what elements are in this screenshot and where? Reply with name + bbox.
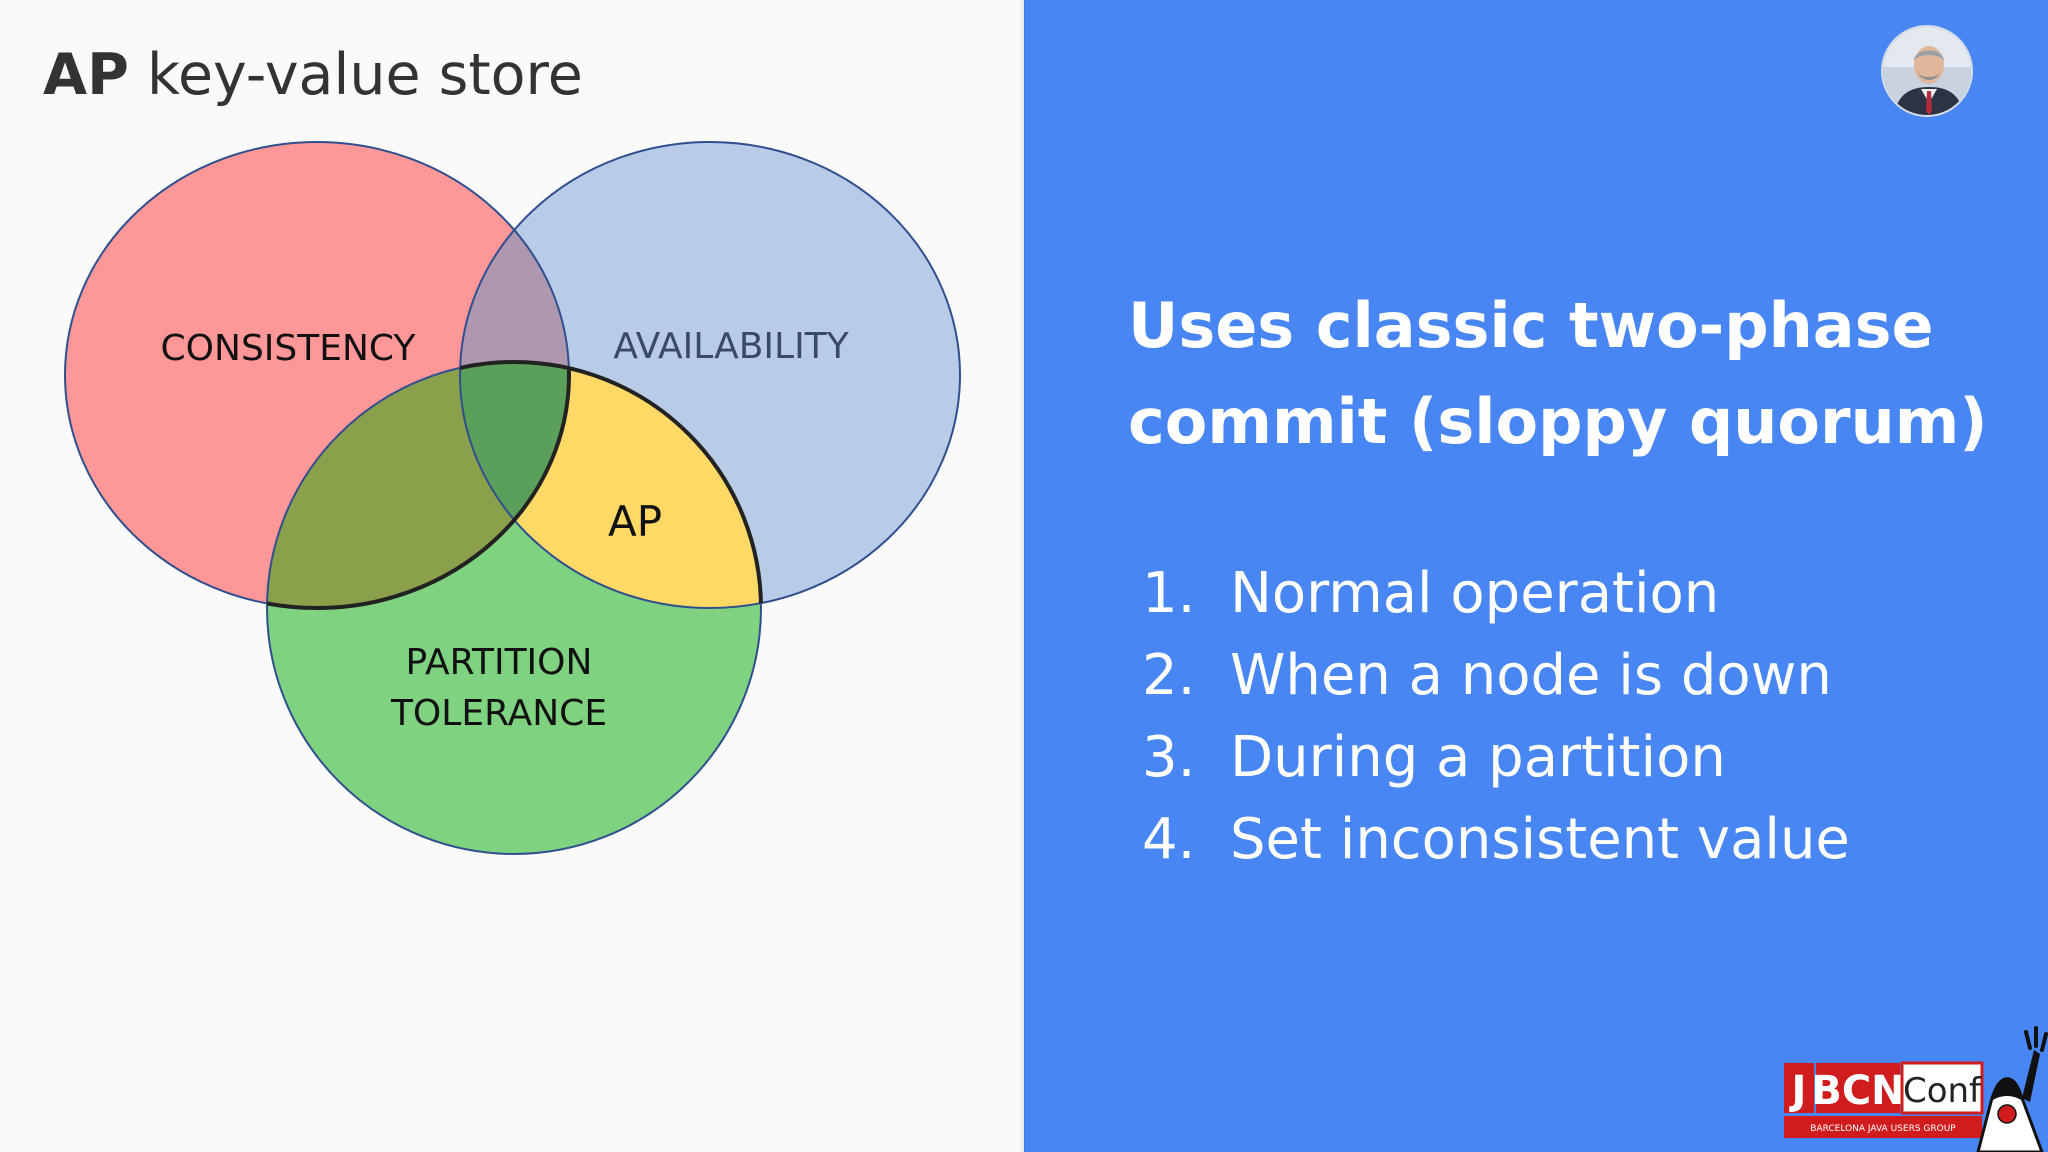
steps-list: 1. Normal operation 2. When a node is down… xyxy=(1142,553,1850,881)
duke-mascot-icon xyxy=(1976,1026,2048,1152)
logo-conf: Conf xyxy=(1903,1071,1982,1111)
overlap-ap-highlight xyxy=(460,362,761,608)
logo-bcn: BCN xyxy=(1811,1068,1904,1114)
headline-line-2: commit (sloppy quorum) xyxy=(1128,385,1988,458)
list-item: 1. Normal operation xyxy=(1142,553,1850,635)
partition-label-line-2: TOLERANCE xyxy=(390,693,607,734)
speaker-portrait-icon xyxy=(1883,27,1971,115)
consistency-label: CONSISTENCY xyxy=(161,328,417,369)
step-text: Normal operation xyxy=(1230,561,1720,626)
step-number: 1. xyxy=(1142,561,1196,626)
ap-label: AP xyxy=(608,497,662,546)
list-item: 4. Set inconsistent value xyxy=(1142,799,1850,881)
step-number: 3. xyxy=(1142,725,1196,790)
slide-right-panel xyxy=(1024,0,2048,1152)
speaker-avatar xyxy=(1881,25,1973,117)
logo-j: J xyxy=(1789,1068,1807,1114)
partition-label-line-1: PARTITION xyxy=(406,642,593,683)
panel-divider xyxy=(1019,0,1025,1152)
list-item: 3. During a partition xyxy=(1142,717,1850,799)
slide-title-rest: key-value store xyxy=(128,42,583,108)
list-item: 2. When a node is down xyxy=(1142,635,1850,717)
step-text: During a partition xyxy=(1230,725,1726,790)
panel-headline: Uses classic two-phase commit (sloppy qu… xyxy=(1128,278,2008,470)
slide-title: AP key-value store xyxy=(43,42,583,108)
step-text: When a node is down xyxy=(1230,643,1832,708)
cap-venn-diagram: CONSISTENCY AVAILABILITY AP PARTITION TO… xyxy=(64,141,961,855)
logo-tagline: BARCELONA JAVA USERS GROUP xyxy=(1810,1124,1956,1134)
jbcnconf-logo: J BCN Conf BARCELONA JAVA USERS GROUP xyxy=(1784,1026,2048,1152)
slide-title-bold: AP xyxy=(43,42,129,108)
availability-label: AVAILABILITY xyxy=(613,326,849,367)
step-number: 2. xyxy=(1142,643,1196,708)
overlap-consistency-partition xyxy=(267,362,569,608)
step-text: Set inconsistent value xyxy=(1230,807,1850,872)
headline-line-1: Uses classic two-phase xyxy=(1128,289,1934,362)
step-number: 4. xyxy=(1142,807,1196,872)
